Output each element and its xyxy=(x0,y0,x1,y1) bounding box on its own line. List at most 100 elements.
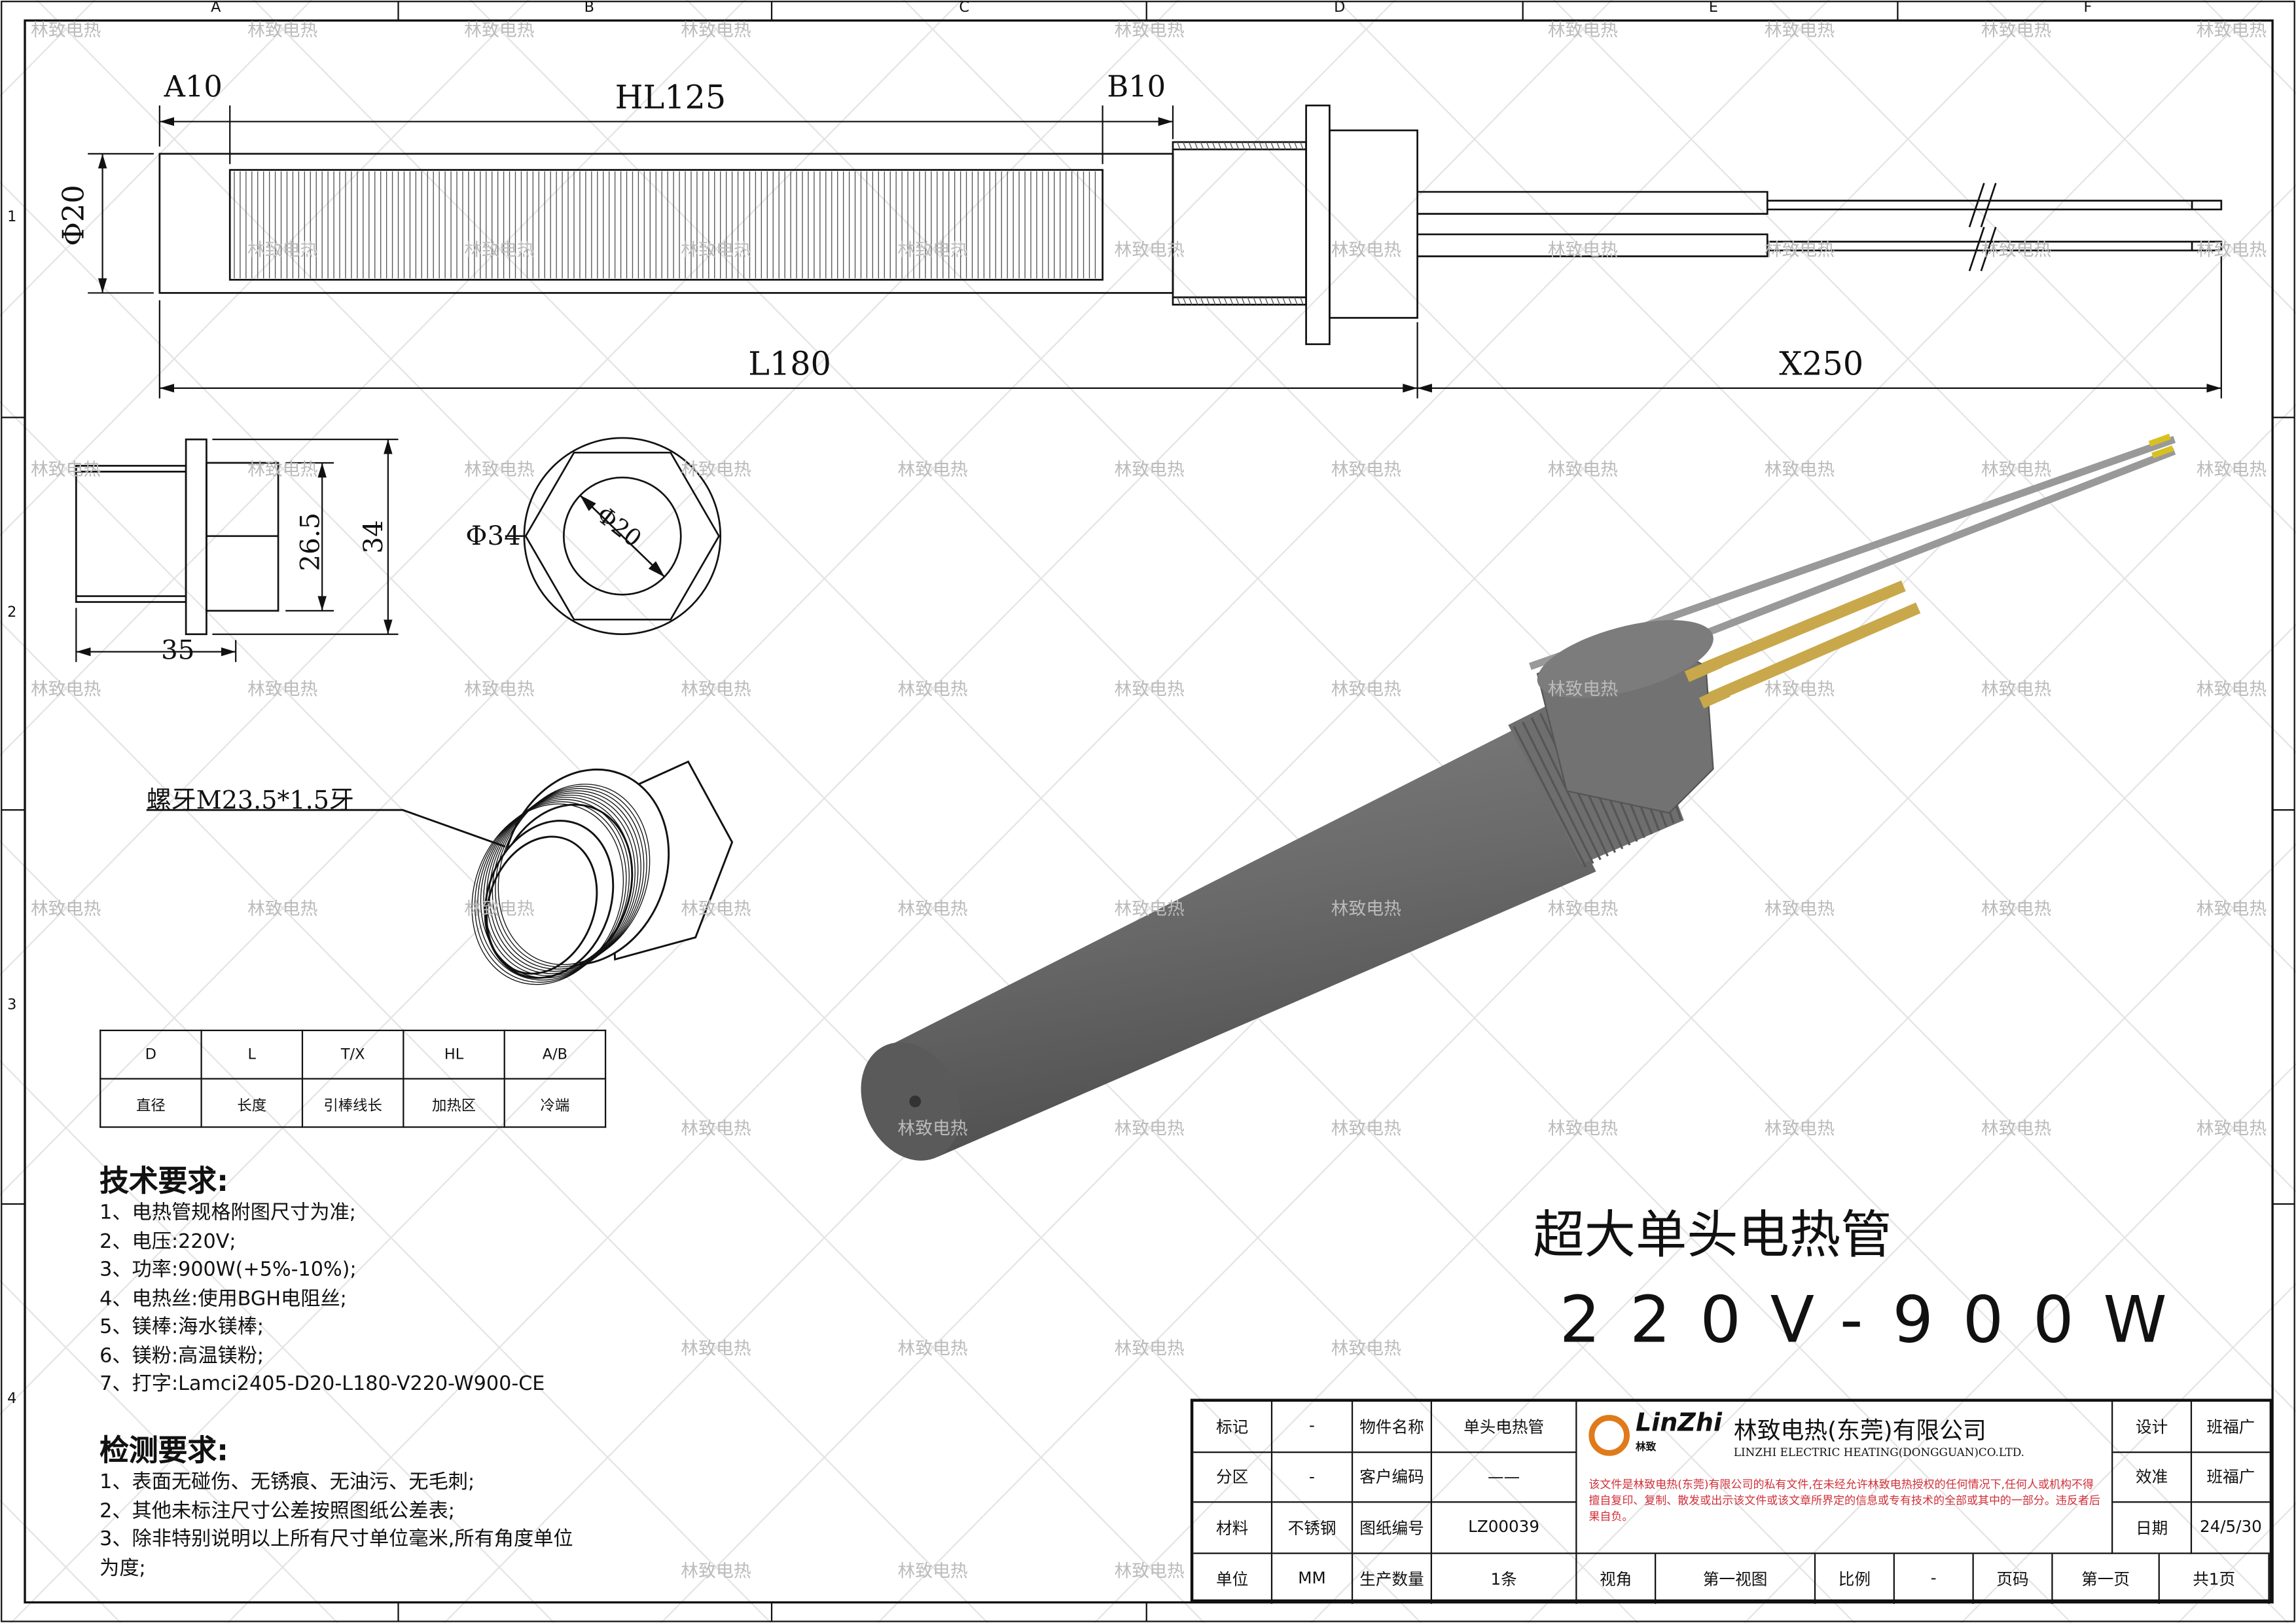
watermark: 林致电热 xyxy=(1331,1338,1402,1359)
title-cell-scale-label: 比例 xyxy=(1816,1553,1895,1604)
watermark: 林致电热 xyxy=(1981,239,2052,261)
row-label: 1 xyxy=(7,209,17,226)
row-label: 2 xyxy=(7,604,17,621)
spec-label: 长度 xyxy=(200,1078,304,1128)
inspection-requirements: 检测要求: 1、表面无碰伤、无锈痕、无油污、无毛刺;2、其他未标注尺寸公差按照图… xyxy=(99,1431,590,1584)
title-cell-part-label: 物件名称 xyxy=(1353,1402,1432,1453)
tech-item: 6、镁粉:高温镁粉; xyxy=(99,1343,264,1368)
watermark: 林致电热 xyxy=(1114,1118,1185,1139)
title-cell-zone-label: 分区 xyxy=(1193,1452,1273,1503)
watermark: 林致电热 xyxy=(681,459,751,480)
column-label: D xyxy=(1334,0,1346,16)
title-cell-customer: —— xyxy=(1431,1452,1577,1503)
watermark: 林致电热 xyxy=(897,1560,968,1582)
watermark: 林致电热 xyxy=(1981,1118,2052,1139)
spec-label: 直径 xyxy=(99,1078,202,1128)
tech-item: 2、电压:220V; xyxy=(99,1230,236,1253)
title-cell-customer-label: 客户编码 xyxy=(1353,1452,1432,1503)
watermark: 林致电热 xyxy=(464,678,535,700)
watermark: 林致电热 xyxy=(1764,678,1835,700)
watermark: 林致电热 xyxy=(1331,898,1402,919)
title-cell-design-label: 设计 xyxy=(2113,1402,2193,1453)
spec-header: D xyxy=(99,1029,202,1080)
spec-header: A/B xyxy=(503,1029,607,1080)
watermark: 林致电热 xyxy=(1114,20,1185,41)
watermark: 林致电热 xyxy=(1547,678,1619,700)
watermark: 林致电热 xyxy=(1764,1118,1835,1139)
dim-a: A10 xyxy=(164,69,223,104)
title-cell-design: 班福广 xyxy=(2192,1402,2270,1453)
logo-icon xyxy=(1588,1414,1630,1455)
column-label: B xyxy=(584,0,595,16)
watermark: 林致电热 xyxy=(1331,459,1402,480)
title-cell-unit-label: 单位 xyxy=(1193,1553,1273,1604)
title-cell-part: 单头电热管 xyxy=(1431,1402,1577,1453)
watermark: 林致电热 xyxy=(247,898,318,919)
watermark: 林致电热 xyxy=(1764,239,1835,261)
watermark: 林致电热 xyxy=(1114,898,1185,919)
watermark: 林致电热 xyxy=(2196,20,2267,41)
watermark: 林致电热 xyxy=(897,239,968,261)
watermark: 林致电热 xyxy=(897,678,968,700)
confidential-notice: 该文件是林致电热(东莞)有限公司的私有文件,在未经允许林致电热授权的任何情况下,… xyxy=(1588,1478,2100,1523)
inspect-title: 检测要求: xyxy=(99,1432,229,1468)
watermark: 林致电热 xyxy=(681,1118,751,1139)
tech-title: 技术要求: xyxy=(99,1163,229,1199)
product-rating: 220V-900W xyxy=(1559,1283,2197,1358)
title-cell-mark-label: 标记 xyxy=(1193,1402,1273,1453)
column-label: E xyxy=(1708,0,1718,16)
company-name-en: LINZHI ELECTRIC HEATING(DONGGUAN)CO.LTD. xyxy=(1733,1446,2025,1459)
watermark: 林致电热 xyxy=(30,20,101,41)
watermark: 林致电热 xyxy=(681,1338,751,1359)
watermark: 林致电热 xyxy=(464,898,535,919)
tech-item: 7、打字:Lamci2405-D20-L180-V220-W900-CE xyxy=(99,1372,545,1396)
title-cell-check: 班福广 xyxy=(2192,1452,2270,1503)
watermark: 林致电热 xyxy=(1547,20,1619,41)
watermark: 林致电热 xyxy=(30,678,101,700)
spec-header: HL xyxy=(403,1029,505,1080)
dim-x: X250 xyxy=(1779,347,1864,384)
watermark: 林致电热 xyxy=(247,20,318,41)
title-cell-date: 24/5/30 xyxy=(2192,1503,2270,1554)
title-cell-unit: MM xyxy=(1272,1553,1354,1604)
watermark: 林致电热 xyxy=(1114,1560,1185,1582)
logo-wordmark: LinZhi xyxy=(1635,1408,1723,1438)
title-cell-date-label: 日期 xyxy=(2113,1503,2193,1554)
watermark: 林致电热 xyxy=(1331,239,1402,261)
spec-label: 加热区 xyxy=(403,1078,505,1128)
watermark: 林致电热 xyxy=(681,1560,751,1582)
watermark: 林致电热 xyxy=(247,459,318,480)
watermark: 林致电热 xyxy=(1547,898,1619,919)
logo-sub: 林致 xyxy=(1635,1440,1657,1453)
watermark: 林致电热 xyxy=(897,1118,968,1139)
watermark: 林致电热 xyxy=(1114,1338,1185,1359)
watermark: 林致电热 xyxy=(681,20,751,41)
watermark: 林致电热 xyxy=(30,898,101,919)
watermark: 林致电热 xyxy=(1547,1118,1619,1139)
title-cell-mark: - xyxy=(1272,1402,1354,1453)
watermark: 林致电热 xyxy=(897,1338,968,1359)
inspect-item: 3、除非特别说明以上所有尺寸单位毫米,所有角度单位为度; xyxy=(99,1527,573,1580)
title-cell-drawing-label: 图纸编号 xyxy=(1353,1503,1432,1554)
title-cell-scale: - xyxy=(1895,1553,1974,1604)
watermark: 林致电热 xyxy=(681,678,751,700)
title-cell-view: 第一视图 xyxy=(1656,1553,1816,1604)
watermark: 林致电热 xyxy=(1114,239,1185,261)
company-name: 林致电热(东莞)有限公司 xyxy=(1733,1416,1986,1444)
spec-header: T/X xyxy=(301,1029,404,1080)
watermark: 林致电热 xyxy=(897,459,968,480)
spec-label: 引棒线长 xyxy=(301,1078,404,1128)
dim-b: B10 xyxy=(1107,69,1166,104)
watermark: 林致电热 xyxy=(1981,459,2052,480)
dim-side-h1: 26.5 xyxy=(295,512,327,572)
watermark: 林致电热 xyxy=(1547,459,1619,480)
watermark: 林致电热 xyxy=(1114,678,1185,700)
row-label: 3 xyxy=(7,997,17,1014)
inspect-item: 1、表面无碰伤、无锈痕、无油污、无毛刺; xyxy=(99,1470,475,1494)
product-name: 超大单头电热管 xyxy=(1533,1207,1892,1266)
tech-item: 4、电热丝:使用BGH电阻丝; xyxy=(99,1286,347,1311)
watermark: 林致电热 xyxy=(464,20,535,41)
watermark: 林致电热 xyxy=(681,239,751,261)
spec-header: L xyxy=(200,1029,304,1080)
